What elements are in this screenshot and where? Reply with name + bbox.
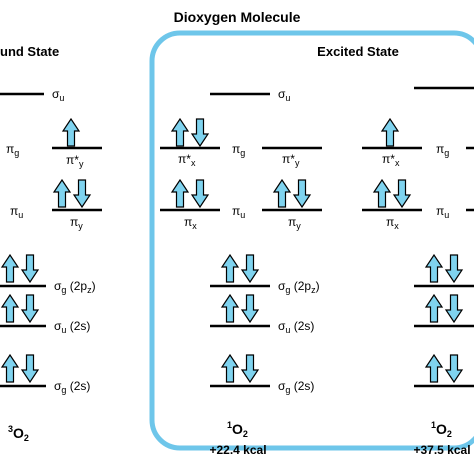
electron-down-arrow [393,179,411,208]
electron-down-arrow [445,354,463,383]
electron-up-arrow [53,179,71,208]
electron-up-arrow [273,179,291,208]
electron-up-arrow [221,294,239,323]
electron-up-arrow [171,118,189,147]
electron-down-arrow [73,179,91,208]
label-pi-star-x: π*x [382,152,400,168]
label-pi-g: πg [6,142,19,158]
label-pi-y: πy [70,215,83,231]
label-pi-star-y: π*y [66,153,84,169]
electron-up-arrow [171,179,189,208]
electron-up-arrow [373,179,391,208]
excited-state-frame [149,30,474,451]
excited-state-header: Excited State [317,44,399,59]
energy-singlet-b: +37.5 kcal [413,443,470,457]
ground-state-header: und State [0,44,59,59]
electron-down-arrow [241,354,259,383]
electron-up-arrow [381,118,399,147]
electron-up-arrow [1,294,19,323]
label-sigma-g-2pz: σg (2pz) [54,279,96,295]
label-pi-g: πg [232,142,245,158]
singlet-sigma-column: π*x πg πx πu 1O2 +37.5 kcal [362,86,474,457]
ground-state-panel: und State σu πg π*y πu πy σg (2pz) [0,44,102,443]
label-pi-u: πu [436,204,449,220]
label-sigma-g-2s: σg (2s) [278,379,314,395]
electron-up-arrow [1,254,19,283]
label-pi-y: πy [288,215,301,231]
label-sigma-u: σu [52,87,64,103]
electron-up-arrow [221,254,239,283]
label-sigma-u-2s: σu (2s) [54,319,90,335]
electron-up-arrow [1,354,19,383]
electron-up-arrow [425,354,443,383]
electron-up-arrow [425,254,443,283]
diagram-title: Dioxygen Molecule [174,9,301,25]
electron-down-arrow [191,118,209,147]
electron-down-arrow [21,294,39,323]
electron-up-arrow [221,354,239,383]
label-pi-u: πu [10,204,23,220]
label-sigma-u: σu [278,87,290,103]
electron-up-arrow [62,118,80,147]
label-pi-star-x: π*x [178,152,196,168]
electron-down-arrow [445,294,463,323]
label-pi-star-y: π*y [282,152,300,168]
electron-down-arrow [241,254,259,283]
label-sigma-u-2s: σu (2s) [278,319,314,335]
label-sigma-g-2s: σg (2s) [54,379,90,395]
electron-down-arrow [293,179,311,208]
electron-down-arrow [21,354,39,383]
electron-down-arrow [241,294,259,323]
electron-down-arrow [445,254,463,283]
singlet-delta-column: σu π*x πg π*y πx πu πy σg (2pz) σu (2s) … [160,87,322,457]
label-pi-x: πx [386,215,399,231]
label-sigma-g-2pz: σg (2pz) [278,279,320,295]
electron-down-arrow [191,179,209,208]
state-label-singlet-b: 1O2 [431,420,452,439]
label-pi-x: πx [184,215,197,231]
label-pi-u: πu [232,204,245,220]
electron-up-arrow [425,294,443,323]
label-pi-g: πg [436,142,449,158]
state-label-triplet: 3O2 [8,424,29,443]
state-label-singlet-a: 1O2 [227,420,248,439]
electron-down-arrow [21,254,39,283]
energy-singlet-a: +22.4 kcal [209,443,266,457]
